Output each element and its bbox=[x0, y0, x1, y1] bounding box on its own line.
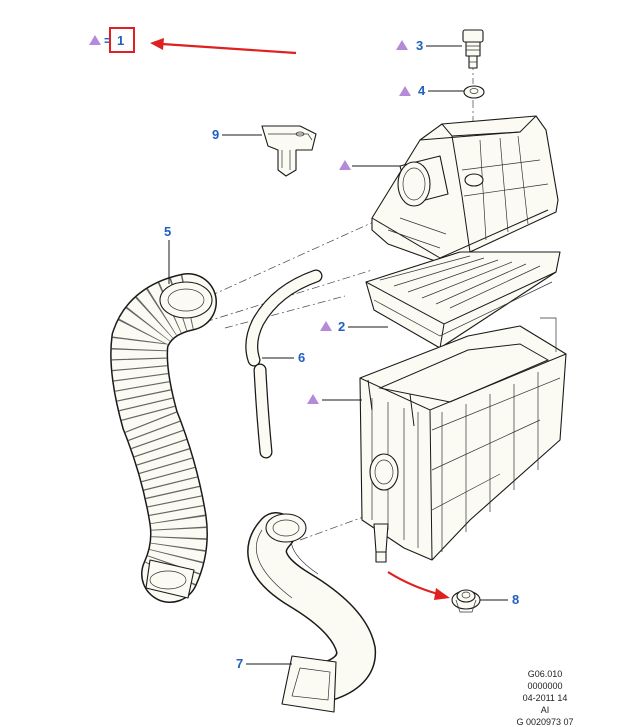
callout-lower-triangle-icon bbox=[307, 394, 319, 404]
part-5-intake-duct bbox=[110, 273, 217, 603]
callout-6-label: 6 bbox=[298, 350, 305, 365]
reference-line-2: 0000000 bbox=[527, 681, 562, 691]
legend-arrow bbox=[161, 42, 297, 55]
reference-block: G06.010 0000000 04-2011 14 AI G 0020973 … bbox=[516, 669, 573, 727]
callout-7-label: 7 bbox=[236, 656, 243, 671]
part-9-drain-valve bbox=[451, 589, 481, 613]
part-2-filter-element bbox=[365, 251, 561, 349]
callout-5: 5 bbox=[164, 224, 171, 284]
legend-triangle-icon bbox=[89, 35, 101, 45]
callout-upper-triangle-icon bbox=[339, 160, 351, 170]
callout-8-label: 9 bbox=[212, 127, 219, 142]
callout-2: 2 bbox=[320, 319, 388, 334]
callout-2-triangle-icon bbox=[320, 321, 332, 331]
callout-housing-lower bbox=[307, 394, 362, 404]
upper-housing bbox=[371, 115, 559, 263]
legend-number: 1 bbox=[117, 33, 124, 48]
lower-housing bbox=[359, 317, 567, 563]
legend-equals: = bbox=[104, 33, 112, 48]
callout-4: 4 bbox=[399, 83, 464, 98]
part-4-grommet bbox=[463, 85, 485, 99]
reference-line-5: G 0020973 07 bbox=[516, 717, 573, 727]
callout-4-label: 4 bbox=[418, 83, 426, 98]
callout-8: 9 bbox=[212, 127, 262, 142]
callout-4-triangle-icon bbox=[399, 86, 411, 96]
callout-9-label: 8 bbox=[512, 592, 519, 607]
part-8-maf-sensor bbox=[261, 125, 317, 177]
callout-9: 8 bbox=[480, 592, 519, 607]
red-arrow-part-9 bbox=[387, 571, 450, 600]
callout-5-label: 5 bbox=[164, 224, 171, 239]
part-7-outlet-duct bbox=[247, 512, 377, 713]
callout-3-label: 3 bbox=[416, 38, 423, 53]
reference-line-1: G06.010 bbox=[528, 669, 563, 679]
callout-3: 3 bbox=[396, 38, 462, 53]
part-3-sensor bbox=[462, 29, 484, 69]
legend-highlight-box bbox=[109, 27, 135, 53]
legend: = 1 bbox=[89, 27, 297, 55]
callout-3-triangle-icon bbox=[396, 40, 408, 50]
callout-6: 6 bbox=[262, 350, 305, 365]
reference-line-4: AI bbox=[541, 705, 550, 715]
part-6-breather-hose bbox=[245, 269, 323, 459]
callout-housing-upper bbox=[339, 160, 400, 170]
reference-line-3: 04-2011 14 bbox=[523, 693, 568, 703]
legend-arrow-head bbox=[150, 38, 164, 50]
callout-7: 7 bbox=[236, 656, 292, 671]
callout-2-label: 2 bbox=[338, 319, 345, 334]
